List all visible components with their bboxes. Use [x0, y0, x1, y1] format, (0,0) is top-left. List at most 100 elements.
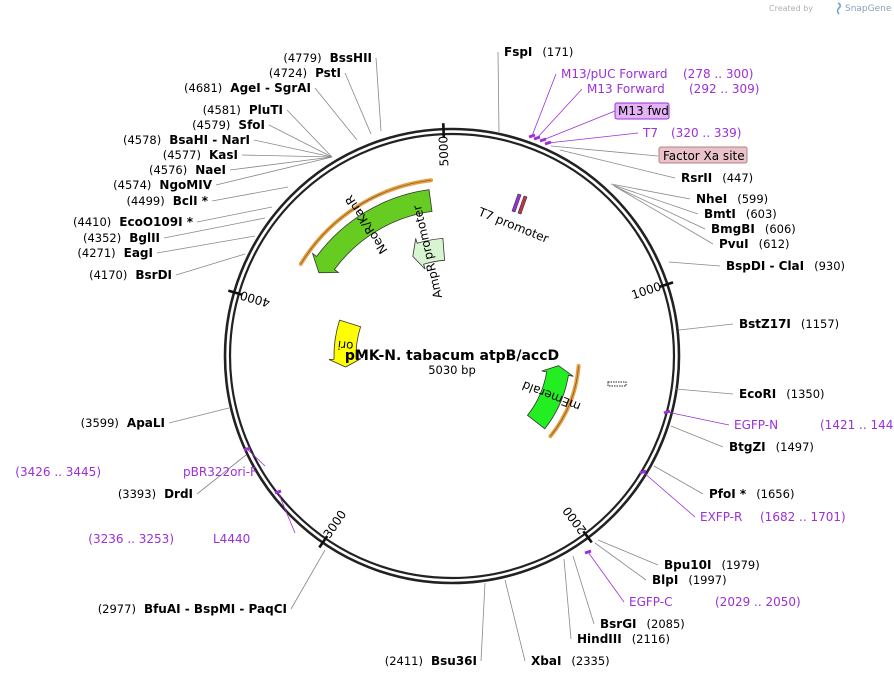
primer-leader-m13-forward: [536, 88, 583, 139]
site-name-bsshii[interactable]: BssHII: [330, 51, 372, 65]
site-name-bsrdi[interactable]: BsrDI: [135, 268, 172, 282]
site-pos-psti: (4724): [269, 66, 307, 80]
primer-name-exfp-r[interactable]: EXFP-R: [700, 510, 742, 524]
primer-name-egfp-n[interactable]: EGFP-N: [734, 418, 778, 432]
site-pos-kasi: (4577): [163, 148, 201, 162]
leader-bcli: [211, 186, 289, 202]
site-pos-ecoo109i: (4410): [73, 215, 111, 229]
leader-agei-sgrai: [314, 87, 358, 141]
leader-sfoi: [268, 124, 333, 158]
leader-eagi: [156, 235, 256, 254]
site-name-bsrgi[interactable]: BsrGI: [600, 617, 637, 631]
leader-hindiii: [563, 558, 572, 640]
factor-xa-label[interactable]: Factor Xa site: [663, 149, 745, 163]
site-name-agei-sgrai[interactable]: AgeI - SgrAI: [230, 81, 311, 95]
site-name-btgzi[interactable]: BtgZI: [729, 440, 766, 454]
site-name-apali[interactable]: ApaLI: [127, 416, 165, 430]
site-name-psti[interactable]: PstI: [315, 66, 341, 80]
leader-bmgbi: [613, 185, 706, 230]
site-pos-bfuai-bspmi-paqci: (2977): [98, 602, 136, 616]
orf-outlines: [298, 178, 581, 439]
leader-ecoo109i: [196, 206, 273, 223]
site-pos-ecori: (1350): [786, 387, 824, 401]
primer-name-m13-fwd[interactable]: M13 fwd: [618, 104, 669, 118]
tick-mark: [659, 281, 674, 288]
backbone-inner-strand: [228, 132, 676, 580]
primer-name-t7[interactable]: T7: [642, 126, 658, 140]
leader-pluti: [286, 109, 333, 158]
site-name-naei[interactable]: NaeI: [195, 163, 226, 177]
site-pos-naei: (4576): [149, 163, 187, 177]
primer-range-egfp-n: (1421 .. 1442): [820, 418, 894, 432]
site-name-bmgbi[interactable]: BmgBI: [711, 222, 755, 236]
site-name-bpu10i[interactable]: Bpu10I: [664, 558, 711, 572]
site-pos-pluti: (4581): [203, 103, 241, 117]
site-name-bsahi-nari[interactable]: BsaHI - NarI: [169, 133, 250, 147]
site-name-ecori[interactable]: EcoRI: [739, 387, 776, 401]
site-name-blpi[interactable]: BlpI: [652, 573, 678, 587]
site-pos-xbai: (2335): [571, 654, 609, 668]
leader-factor-xa-site: [550, 145, 659, 157]
primer-name-pbr322ori-f[interactable]: pBR322ori-F: [183, 465, 257, 479]
site-name-drdi[interactable]: DrdI: [164, 487, 193, 501]
tick-mark: [582, 530, 593, 544]
leader-kasi: [241, 154, 333, 158]
site-name-ecoo109i[interactable]: EcoO109I *: [119, 215, 193, 229]
site-name-nhei[interactable]: NheI: [696, 192, 727, 206]
site-name-bspdi-clai[interactable]: BspDI - ClaI: [726, 259, 804, 273]
feature-neor-kanr[interactable]: [311, 189, 433, 274]
site-name-sfoi[interactable]: SfoI: [238, 118, 265, 132]
site-name-fspi[interactable]: FspI: [504, 45, 532, 59]
primer-name-m13-forward[interactable]: M13 Forward: [587, 82, 665, 96]
leader-btgzi: [670, 425, 724, 448]
site-name-pluti[interactable]: PluTI: [249, 103, 283, 117]
primer-leader-l4440: [277, 491, 296, 534]
site-pos-bmgbi: (606): [765, 222, 796, 236]
tick-mark: [441, 123, 446, 138]
site-name-bglii[interactable]: BglII: [129, 231, 160, 245]
primer-leader-pbr322ori-f: [246, 448, 266, 467]
site-pos-bglii: (4352): [83, 231, 121, 245]
primer-leader-m13-puc-forward: [531, 73, 557, 137]
site-name-xbai[interactable]: XbaI: [531, 654, 561, 668]
site-name-ngomiv[interactable]: NgoMIV: [159, 178, 212, 192]
site-pos-bpu10i: (1979): [721, 558, 759, 572]
tick-label: 5000: [436, 136, 451, 167]
site-name-kasi[interactable]: KasI: [209, 148, 238, 162]
feature-t7-promoter[interactable]: [511, 193, 528, 215]
primer-name-egfp-c[interactable]: EGFP-C: [629, 595, 672, 609]
site-name-bmti[interactable]: BmtI: [704, 207, 736, 221]
feature-memerald[interactable]: [526, 365, 574, 430]
site-pos-fspi: (171): [542, 45, 573, 59]
site-pos-bmti: (603): [746, 207, 777, 221]
site-pos-bsshii: (4779): [283, 51, 321, 65]
site-name-bfuai-bspmi-paqci[interactable]: BfuAI - BspMI - PaqCI: [144, 602, 287, 616]
site-name-pvui[interactable]: PvuI: [719, 237, 749, 251]
leader-nhei: [610, 183, 691, 200]
leader-bmti: [612, 184, 699, 215]
tick-mark: [227, 289, 243, 296]
site-name-bsu36i[interactable]: Bsu36I: [431, 654, 477, 668]
primer-leader-egfp-n: [666, 411, 730, 426]
tick-label: 3000: [320, 508, 349, 541]
primer-range-t7: (320 .. 339): [671, 126, 741, 140]
feature-ori[interactable]: [328, 319, 362, 368]
primer-name-m13-puc-forward[interactable]: M13/pUC Forward: [561, 67, 668, 81]
site-name-bstz17i[interactable]: BstZ17I: [739, 317, 791, 331]
tick-label: 1000: [630, 279, 663, 302]
leader-bstz17i: [678, 323, 734, 331]
site-name-bcli[interactable]: BclI *: [173, 194, 209, 208]
primer-range-egfp-c: (2029 .. 2050): [715, 595, 801, 609]
primer-name-l4440[interactable]: L4440: [213, 532, 250, 546]
site-pos-rsrii: (447): [722, 171, 753, 185]
tick-label: 4000: [238, 288, 271, 310]
tick-mark: [318, 535, 329, 549]
leader-drdi: [196, 454, 247, 495]
site-name-pfoi[interactable]: PfoI *: [709, 487, 747, 501]
site-name-eagi[interactable]: EagI: [124, 246, 153, 260]
site-name-hindiii[interactable]: HindIII: [577, 632, 622, 646]
leader-psti: [344, 72, 372, 135]
site-name-rsrii[interactable]: RsrII: [681, 171, 712, 185]
feature-ampr-promoter[interactable]: [412, 237, 446, 270]
